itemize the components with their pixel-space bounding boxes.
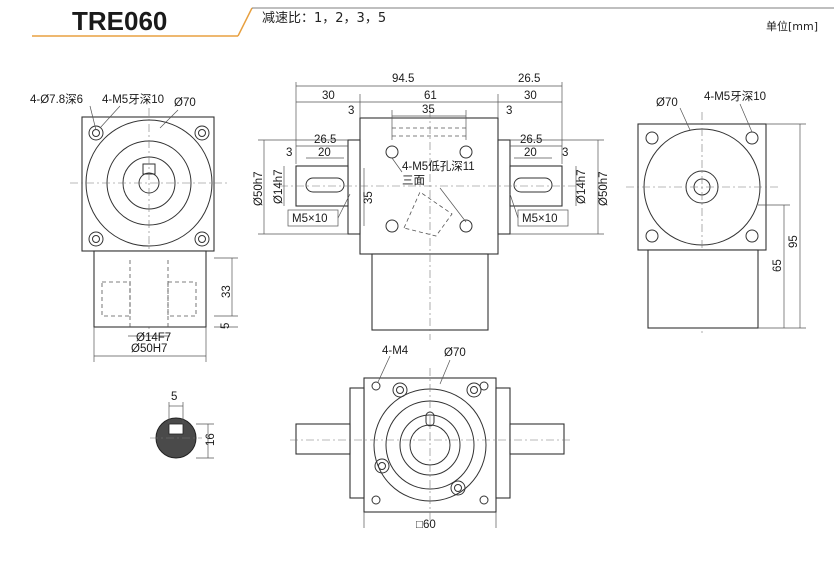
ratio-label: 减速比：1，2，3，5: [262, 11, 386, 26]
mid-dim-30-right: 30: [524, 90, 537, 102]
front-view: 33 5 Ø50H7 Ø14F7 4-Ø7.8深6 4-M5牙深10 Ø70: [30, 92, 238, 362]
mid-dim-3-right: 3: [506, 105, 512, 117]
mid-dim-61: 61: [424, 90, 437, 102]
bottom-square-dim: □60: [416, 519, 436, 531]
header: TRE060 减速比：1，2，3，5 单位[mm]: [32, 6, 834, 37]
bottom-shaft-left: [295, 423, 351, 455]
front-dim-bore: Ø14F7: [136, 332, 171, 344]
bottom-view: 4-M4 Ø70 □60: [290, 345, 570, 531]
right-housing: [647, 249, 759, 329]
key-section-width: 5: [171, 391, 177, 403]
right-dim-65: 65: [772, 259, 784, 272]
front-dim-spigot: Ø50H7: [131, 343, 167, 355]
mid-dim-shaft-dia-left: Ø14h7: [273, 169, 285, 204]
bottom-holes-callout: 4-M4: [382, 345, 409, 357]
mid-dim-3-left: 3: [348, 105, 354, 117]
key-section-height: 16: [205, 433, 217, 446]
mid-dim-30-left: 30: [322, 90, 335, 102]
mid-dim-keyoff-left: 3: [286, 147, 292, 159]
mid-note-line1: 4-M5低孔深11: [402, 159, 475, 173]
unit-label: 单位[mm]: [766, 19, 818, 33]
right-dim-95: 95: [788, 235, 800, 248]
mid-dim-right-ext: 26.5: [518, 73, 540, 85]
mid-tap-right: M5×10: [522, 213, 557, 225]
model-title: TRE060: [72, 6, 167, 36]
right-mount-holes: [645, 131, 759, 243]
mid-dim-side-35: 35: [363, 191, 375, 204]
mid-dim-shaft-dia-right: Ø14h7: [576, 169, 588, 204]
mid-key-right: [513, 177, 553, 193]
middle-view: 94.5 26.5 30 61 30 35 3 3 26.5 20 3 26.5…: [253, 73, 610, 340]
mid-dim-35: 35: [422, 104, 435, 116]
key-section-keyway: [168, 423, 184, 435]
bottom-pcd-callout: Ø70: [444, 347, 466, 359]
mid-dim-key-right: 20: [524, 147, 537, 159]
mid-dim-pilot-left: Ø50h7: [253, 171, 265, 206]
front-pcd-callout: Ø70: [174, 97, 196, 109]
front-housing: [93, 250, 207, 328]
front-dim-33: 33: [221, 285, 233, 298]
mid-dim-pilot-right: Ø50h7: [598, 171, 610, 206]
key-section: 5 16: [150, 391, 217, 459]
front-dim-5: 5: [220, 323, 232, 329]
mid-dim-overall: 94.5: [392, 73, 414, 85]
front-mount-holes: [88, 125, 210, 247]
mid-dim-key-left: 20: [318, 147, 331, 159]
title-slant: [237, 7, 253, 37]
right-view: 65 95 Ø70 4-M5牙深10: [626, 89, 806, 336]
mid-key-left: [305, 177, 345, 193]
front-hole-callout: 4-Ø7.8深6: [30, 92, 83, 106]
mid-dim-keyoff-right: 3: [562, 147, 568, 159]
bottom-shaft-right: [509, 423, 565, 455]
mid-gear-hidden: [403, 191, 453, 237]
front-thread-callout: 4-M5牙深10: [102, 92, 164, 106]
bottom-mount-holes: [371, 381, 489, 505]
right-thread-callout: 4-M5牙深10: [704, 89, 766, 103]
right-pcd-callout: Ø70: [656, 97, 678, 109]
mid-tap-left: M5×10: [292, 213, 327, 225]
mid-note-line2: 三面: [402, 175, 425, 187]
